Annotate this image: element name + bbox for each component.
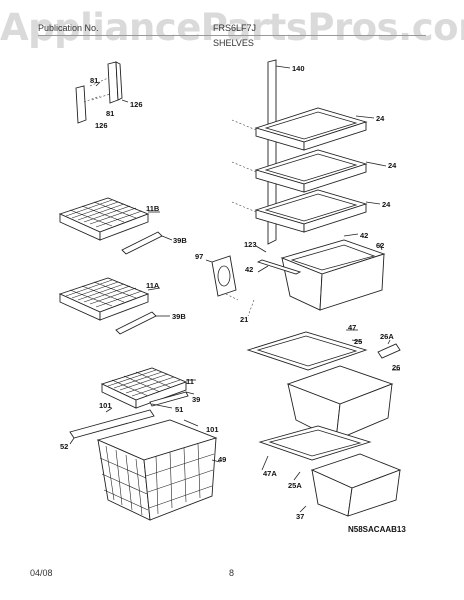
callout-42b: 42 bbox=[245, 265, 253, 274]
callout-24a: 24 bbox=[376, 114, 385, 123]
callout-126a: 126 bbox=[130, 100, 143, 109]
wire-shelf-lower-drawing bbox=[58, 277, 170, 335]
callout-21: 21 bbox=[240, 315, 248, 324]
callout-25a: 25A bbox=[288, 481, 302, 490]
callout-81a: 81 bbox=[90, 76, 98, 85]
diagram-code: N58SACAAB13 bbox=[348, 525, 406, 534]
callout-42a: 42 bbox=[360, 231, 368, 240]
callout-39b-upper: 39B bbox=[173, 236, 187, 245]
callout-51: 51 bbox=[175, 405, 183, 414]
publication-label: Publication No. bbox=[38, 23, 99, 33]
crisper-drawer-upper-drawing bbox=[247, 233, 386, 317]
callout-97: 97 bbox=[195, 252, 203, 261]
callout-47: 47 bbox=[348, 323, 356, 332]
pan-upper-drawing bbox=[246, 329, 401, 441]
footer-date: 04/08 bbox=[30, 568, 53, 578]
callout-11: 11 bbox=[186, 377, 194, 386]
callout-140: 140 bbox=[292, 64, 305, 73]
callout-labels: 81 81 126 126 140 24 24 24 11B 39B 123 4… bbox=[60, 64, 406, 534]
callout-49: 49 bbox=[218, 455, 226, 464]
callout-101b: 101 bbox=[206, 425, 219, 434]
callout-123: 123 bbox=[244, 240, 257, 249]
footer-page-number: 8 bbox=[229, 568, 235, 578]
callout-25: 25 bbox=[354, 337, 362, 346]
callout-39b-lower: 39B bbox=[172, 312, 186, 321]
callout-24b: 24 bbox=[388, 161, 397, 170]
header-rule bbox=[38, 35, 426, 36]
callout-126b: 126 bbox=[95, 121, 108, 130]
callout-81b: 81 bbox=[106, 109, 114, 118]
callout-101a: 101 bbox=[99, 401, 112, 410]
glass-shelves-drawing bbox=[231, 107, 387, 233]
section-title: SHELVES bbox=[213, 38, 254, 48]
model-number: FRS6LF7J bbox=[213, 23, 257, 33]
callout-47a: 47A bbox=[263, 469, 277, 478]
wire-shelf-basket-drawing bbox=[69, 367, 221, 521]
pan-lower-drawing bbox=[258, 425, 402, 517]
bracket-drawing bbox=[75, 61, 129, 124]
callout-24c: 24 bbox=[382, 200, 391, 209]
callout-26a: 26A bbox=[380, 332, 394, 341]
wire-shelf-upper-drawing bbox=[58, 197, 173, 255]
callout-52: 52 bbox=[60, 442, 68, 451]
callout-26: 26 bbox=[392, 363, 400, 372]
callout-37: 37 bbox=[296, 512, 304, 521]
callout-11a: 11A bbox=[146, 281, 160, 290]
callout-39: 39 bbox=[192, 395, 200, 404]
callout-11b: 11B bbox=[146, 204, 160, 213]
shelf-rail-drawing bbox=[267, 59, 291, 245]
callout-62: 62 bbox=[376, 241, 384, 250]
humidity-control-drawing bbox=[205, 255, 239, 301]
